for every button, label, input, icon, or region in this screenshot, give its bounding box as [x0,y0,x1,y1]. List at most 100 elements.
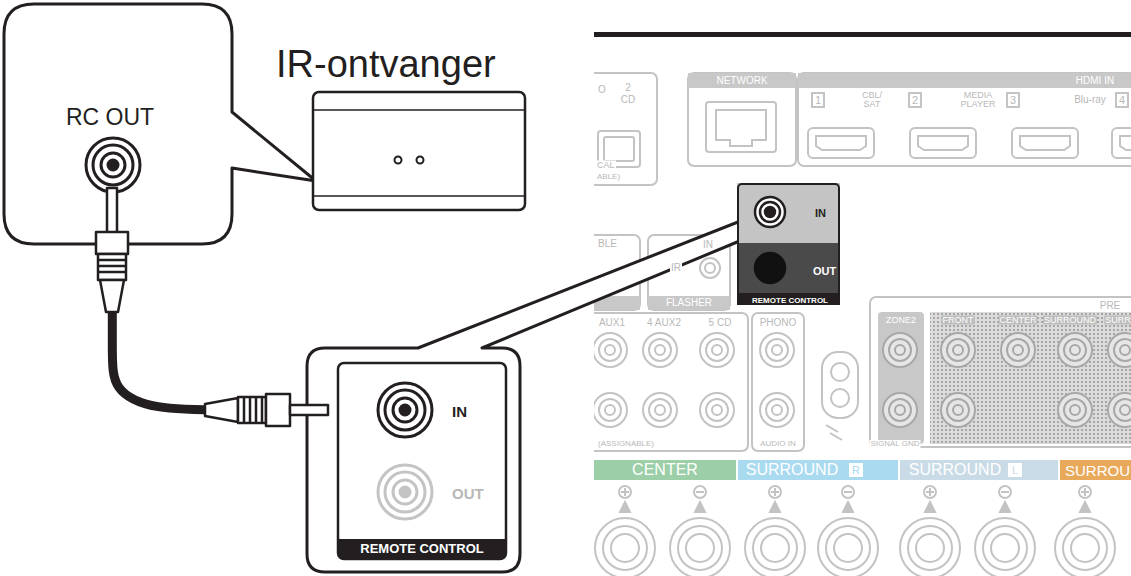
receiver-panel [883,393,917,427]
node-box: RC OUT [4,4,232,244]
panel-label: SURR [1104,316,1131,325]
receiver-panel [705,263,715,273]
receiver-panel [599,399,621,421]
panel-label: BLE [597,239,618,249]
callout-frame [307,222,742,572]
ir-receiver-body [313,92,525,210]
receiver-panel [688,73,796,88]
receiver-panel [1063,526,1107,570]
receiver-panel [745,518,805,576]
receiver-panel [910,128,976,158]
receiver-panel [975,518,1035,576]
panel-label: 4 AUX2 [646,318,682,328]
receiver-panel [694,486,706,498]
rca-plug [98,260,126,272]
receiver-panel [1055,518,1115,576]
receiver-panel [695,502,705,512]
remote-control-terminal [338,363,506,559]
receiver-panel [1079,486,1091,498]
receiver-panel [947,399,969,421]
jack [400,487,410,497]
jack [378,465,432,519]
receiver-panel [649,399,671,421]
receiver-panel [603,526,647,570]
receiver-panel [772,405,782,415]
receiver-panel [924,486,936,498]
receiver-panel [1114,339,1131,361]
panel-label: (ASSIGNABLE) [597,440,655,448]
receiver-panel [643,333,677,367]
receiver-panel [649,339,671,361]
receiver-panel [771,488,779,496]
receiver-panel [878,312,924,444]
receiver-panel [712,405,722,415]
panel-label: ZONE2 [885,316,917,325]
jack [393,480,417,504]
receiver-panel [594,333,1131,576]
receiver-panel [604,137,634,161]
node-label: OUT [813,265,836,277]
panel-label: PRE [1099,301,1122,311]
receiver-panel [1013,345,1023,355]
receiver-panel [686,534,714,562]
receiver-panel [621,488,629,496]
panel-label: 1 [814,95,822,106]
receiver-panel [706,399,728,421]
node-label: IR-ontvanger [276,44,496,86]
rca-plug [96,188,328,426]
rca-plug [107,188,117,234]
receiver-panel [1108,333,1131,367]
jack [755,197,785,227]
receiver-panel [1114,399,1131,421]
receiver-panel [706,102,776,152]
receiver-panel [900,460,1058,480]
panel-label: L [1011,465,1019,476]
receiver-panel [1081,488,1089,496]
receiver-panel [1116,93,1128,107]
receiver-panel [594,393,627,427]
panel-label: CAL [596,161,616,170]
jack [385,472,425,512]
receiver-panel [991,534,1019,562]
rca-plug [290,405,328,415]
receiver-panel [889,399,911,421]
receiver-panel [831,389,849,407]
panel-label: O [597,85,607,95]
jack [101,153,125,177]
receiver-panel [999,486,1011,498]
receiver-panel [620,502,630,512]
panel-label: SURROUND [745,462,839,478]
receiver-panel [700,258,720,278]
jack [400,405,410,415]
receiver-panel [688,73,796,166]
receiver-panel [1020,136,1070,150]
cable [112,244,307,410]
receiver-panel [1001,333,1035,367]
receiver-panel [766,399,788,421]
callout-frame [4,4,742,572]
panel-label: ABLE) [596,173,621,181]
receiver-panel [908,526,952,570]
receiver-panel [1007,93,1019,107]
ir-receiver-body [313,109,525,111]
receiver-panel [941,333,975,367]
receiver-panel [1001,491,1009,493]
panel-label: AUDIO IN [759,440,797,448]
receiver-panel [895,345,905,355]
node-box: IR-ontvanger [313,92,525,210]
receiver-panel [870,297,1131,447]
rca-plug [238,397,266,423]
receiver-panel [1070,405,1080,415]
node-label: REMOTE CONTROL [360,542,484,556]
receiver-panel [605,405,615,415]
receiver-panel [594,32,1131,37]
receiver-panel [760,393,794,427]
receiver-panel [925,502,935,512]
jack [86,138,140,192]
receiver-panel [808,128,874,158]
jack [108,160,118,170]
receiver-panel [594,32,1131,576]
panel-label: FLASHER [665,298,713,308]
panel-label: Blu-ray [1073,95,1107,105]
receiver-panel [655,345,665,355]
